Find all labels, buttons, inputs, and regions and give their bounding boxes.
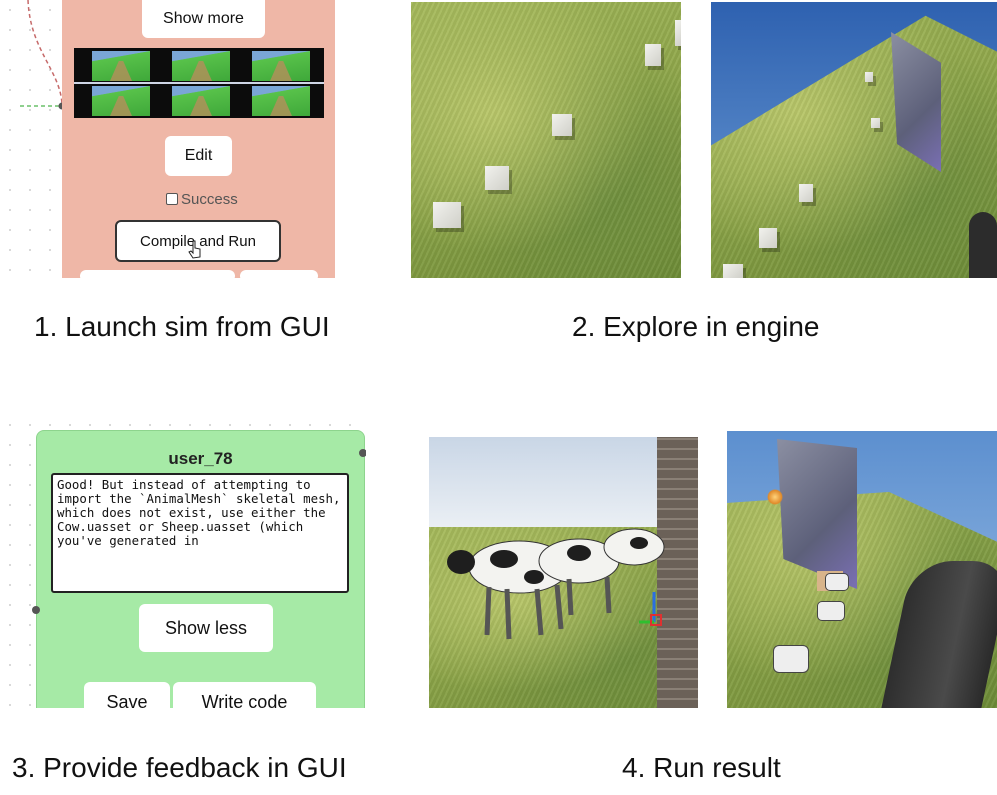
cylinder [969,212,997,278]
node-links [20,0,66,110]
edit-button[interactable]: Edit [165,136,232,176]
caption-step3: 3. Provide feedback in GUI [12,752,347,783]
cube [799,184,813,202]
cow [773,645,809,673]
thumbnail[interactable] [252,51,310,81]
button-partial[interactable] [80,270,235,278]
transform-gizmo-icon [639,592,662,626]
show-less-button[interactable]: Show less [139,604,273,652]
sim-thumbnails [74,48,324,118]
cube [723,264,743,278]
hand-cursor-icon [188,240,201,259]
sky [429,437,698,537]
thumbnail[interactable] [252,86,310,116]
caption-step1: 1. Launch sim from GUI [34,311,330,342]
cube [552,114,572,136]
feedback-input[interactable] [51,473,349,593]
engine-view-grass [411,2,681,278]
run-result-cows [429,437,698,708]
node-title: user_78 [168,449,233,468]
cube [675,20,681,46]
thumbnail[interactable] [172,51,230,81]
node-port[interactable] [359,449,366,457]
gui-panel-launch: Show more Edit Success Compile and Run [0,0,340,278]
link-red-dashed [27,0,63,105]
cube [865,72,873,82]
run-result-wall [727,431,997,708]
node-card-green: user_78 Show less Save Write code [36,430,365,708]
brick-wall [657,437,698,708]
fire-effect [767,489,783,505]
write-code-button[interactable]: Write code [173,682,316,708]
success-label: Success [181,191,238,208]
thumbnail[interactable] [92,51,150,81]
cube [485,166,509,190]
thumbnail[interactable] [92,86,150,116]
cow-herd [447,528,665,640]
show-more-button[interactable]: Show more [142,0,265,38]
thumbnail[interactable] [172,86,230,116]
cow [825,573,849,591]
compile-run-button[interactable]: Compile and Run [115,220,281,262]
caption-step2: 2. Explore in engine [572,311,820,342]
success-checkbox[interactable] [166,193,178,205]
save-button[interactable]: Save [84,682,170,708]
cube [645,44,661,66]
gui-panel-feedback: user_78 Show less Save Write code [0,415,366,708]
cube [759,228,777,248]
caption-step4: 4. Run result [622,752,781,783]
thumbnail-divider [74,82,324,84]
engine-view-wall [711,2,997,278]
node-port[interactable] [32,606,40,614]
node-card-salmon: Show more Edit Success Compile and Run [62,0,335,278]
cow [817,601,845,621]
cube [433,202,461,228]
cube [871,118,880,128]
button-partial[interactable] [240,270,318,278]
